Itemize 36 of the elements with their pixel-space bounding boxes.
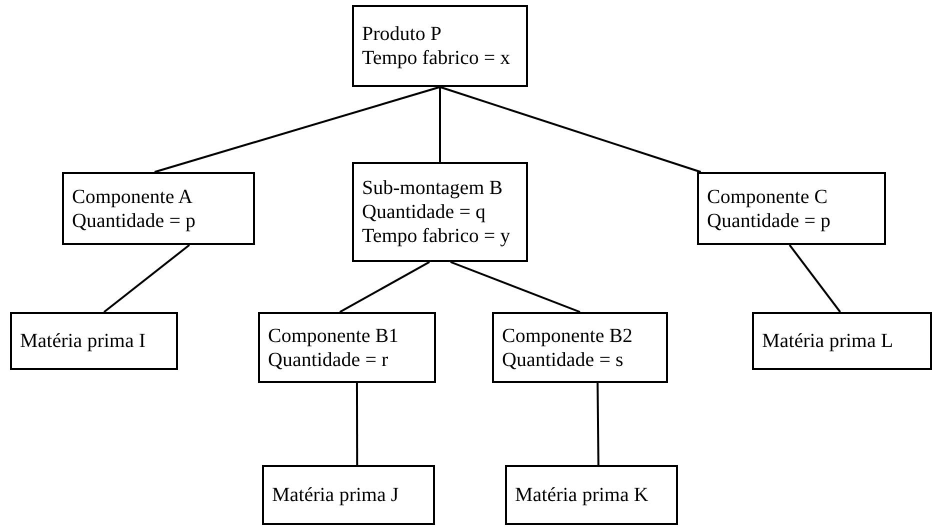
box-text: Matéria prima J [272, 483, 400, 507]
box-text: Matéria prima I [20, 329, 146, 353]
box-text: Quantidade = s [502, 348, 624, 372]
connector-line [154, 86, 440, 173]
connector-line [103, 244, 190, 313]
item-box [262, 465, 435, 525]
box-text: Componente A [72, 184, 194, 208]
box-text: Quantidade = p [707, 208, 832, 232]
connector-line [596, 382, 600, 466]
item-box [697, 172, 886, 245]
item-box [505, 465, 678, 525]
box-text: Tempo fabrico = x [362, 46, 512, 70]
connector-line [788, 244, 841, 313]
box-text: Sub-montagem B [362, 176, 504, 200]
connector-line [450, 261, 580, 313]
item-box [352, 5, 528, 87]
box-text: Produto P [362, 22, 442, 46]
connector-line [356, 383, 358, 465]
connector-line [440, 86, 702, 173]
box-text: Componente B2 [502, 324, 634, 348]
box-text: Componente B1 [268, 324, 400, 348]
box-text: Quantidade = r [268, 348, 390, 372]
box-text: Matéria prima L [762, 329, 894, 353]
box-text: Componente C [707, 184, 829, 208]
connector-line [339, 261, 430, 313]
item-box [258, 312, 436, 383]
box-text: Quantidade = p [72, 208, 196, 232]
item-box [492, 312, 668, 383]
item-box [62, 172, 255, 245]
box-text: Matéria prima K [515, 483, 650, 507]
box-text: Quantidade = q [362, 200, 486, 224]
item-box [752, 312, 932, 370]
connector-line [439, 87, 441, 162]
box-text: Tempo fabrico = y [362, 224, 512, 248]
item-box [10, 312, 178, 370]
item-box [352, 162, 528, 262]
